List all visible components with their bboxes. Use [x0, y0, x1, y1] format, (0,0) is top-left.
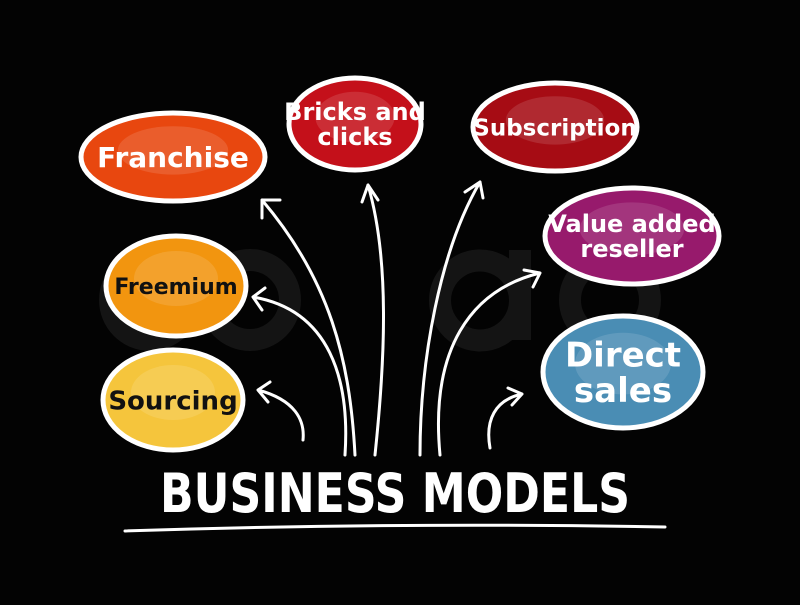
node-highlight — [131, 365, 215, 420]
node-ellipse — [78, 110, 268, 204]
node-ellipse — [540, 313, 706, 431]
node-highlight — [505, 96, 605, 145]
node-label: clicks — [317, 123, 392, 151]
arrow-to-value-added-reseller — [437, 268, 542, 457]
node-ellipse — [103, 233, 249, 339]
node-label: Value added — [548, 210, 715, 238]
node-highlight — [117, 126, 229, 175]
arrow-to-bricks-and-clicks — [360, 183, 386, 457]
node-label: sales — [574, 371, 672, 411]
node-franchise: Franchise — [78, 110, 268, 204]
arrows — [251, 180, 542, 457]
node-ellipse — [542, 185, 722, 287]
node-label: Franchise — [97, 141, 249, 174]
node-highlight — [575, 332, 671, 395]
node-label: Direct — [565, 335, 681, 375]
node-label: Bricks and — [284, 98, 426, 126]
node-freemium: Freemium — [103, 233, 249, 339]
arrow-to-sourcing — [256, 380, 305, 442]
node-label: Subscription — [473, 115, 636, 141]
node-highlight — [579, 202, 685, 256]
title-underline — [123, 523, 667, 533]
diagram-title: BUSINESS MODELS — [160, 462, 630, 525]
node-ellipse — [100, 347, 246, 453]
arrow-to-direct-sales — [487, 386, 524, 450]
node-ellipse — [470, 80, 640, 174]
arrow-to-franchise — [260, 198, 357, 457]
node-label: Sourcing — [108, 386, 237, 416]
node-subscription: Subscription — [470, 80, 640, 174]
node-ellipse — [286, 75, 424, 173]
node-sourcing: Sourcing — [100, 347, 246, 453]
node-highlight — [315, 91, 395, 143]
node-label: reseller — [580, 235, 683, 263]
node-highlight — [134, 251, 218, 306]
arrow-to-freemium — [251, 286, 348, 457]
node-label: Freemium — [114, 275, 237, 300]
arrow-to-subscription — [418, 180, 485, 457]
